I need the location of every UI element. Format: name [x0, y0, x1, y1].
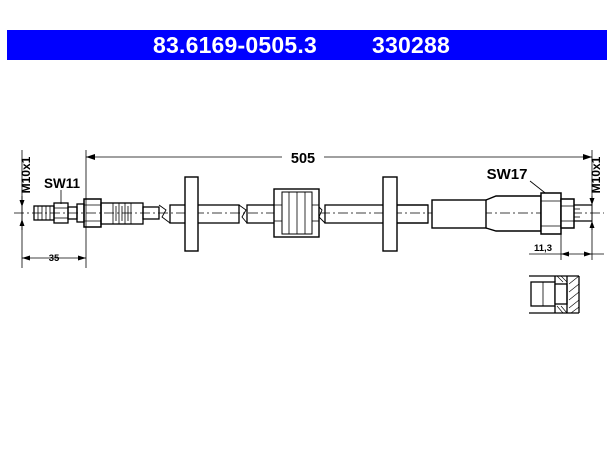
left-wrench-label: SW11	[44, 176, 81, 191]
reference-number: 330288	[372, 32, 450, 58]
length-arrow-right	[583, 154, 592, 160]
right-wrench-label: SW17	[487, 166, 528, 183]
right-hex-sw17	[540, 192, 562, 235]
right-taper	[485, 195, 542, 232]
hose-segment-1	[169, 204, 240, 224]
right-hex-collar	[560, 198, 575, 229]
length-label: 505	[291, 151, 315, 167]
title-bar: 83.6169-0505.3 330288	[7, 30, 607, 60]
break-mark-1	[158, 204, 171, 224]
left-thread-label: M10x1	[19, 156, 33, 193]
right-offset-label: 11,3	[534, 243, 552, 254]
left-offset-label: 35	[49, 253, 60, 264]
right-thread-label: M10x1	[589, 156, 603, 193]
hose-segment-3	[324, 204, 429, 224]
bracket-plate-2	[382, 176, 398, 252]
bracket-plate-1	[184, 176, 199, 252]
right-sleeve	[431, 199, 487, 229]
length-arrow-left	[86, 154, 95, 160]
part-number: 83.6169-0505.3	[153, 32, 317, 58]
section-detail	[529, 275, 580, 314]
